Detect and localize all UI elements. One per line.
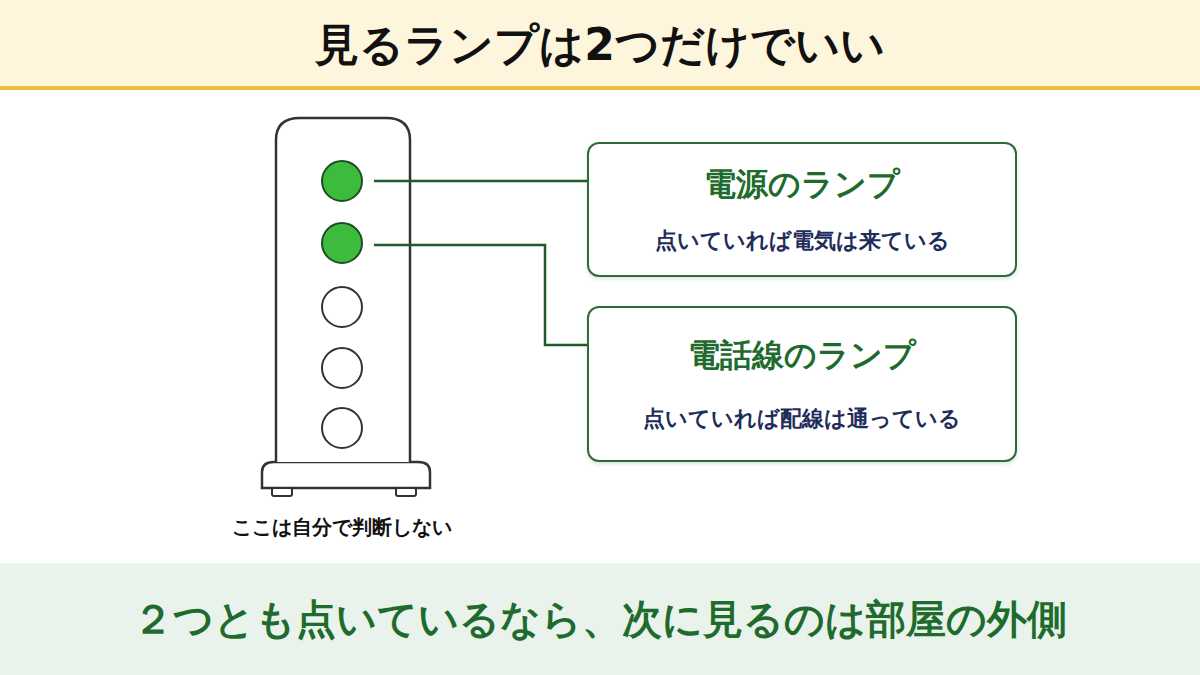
- power-lamp: [322, 161, 362, 201]
- page-title: 見るランプは2つだけでいい: [0, 0, 1200, 90]
- router-body: [276, 118, 410, 462]
- router-foot: [272, 488, 292, 496]
- page-caption: ２つとも点いているなら、次に見るのは部屋の外側: [0, 563, 1200, 675]
- callout-box: 電源のランプ点いていれば電気は来ている: [587, 142, 1017, 277]
- unlit-lamp: [322, 287, 362, 327]
- unlit-lamp: [322, 408, 362, 448]
- line-lamp: [322, 223, 362, 263]
- unlit-lamp: [322, 348, 362, 388]
- callout-box: 電話線のランプ点いていれば配線は通っている: [587, 306, 1017, 462]
- leader-line: [374, 245, 588, 345]
- callout-body: 点いていれば電気は来ている: [655, 226, 950, 256]
- note-label: ここは自分で判断しない: [232, 514, 452, 541]
- callout-heading: 電話線のランプ: [688, 334, 916, 378]
- callout-heading: 電源のランプ: [704, 163, 900, 207]
- router-base: [262, 462, 430, 488]
- router-foot: [396, 488, 416, 496]
- leader-line: [374, 180, 588, 183]
- callout-body: 点いていれば配線は通っている: [643, 404, 961, 434]
